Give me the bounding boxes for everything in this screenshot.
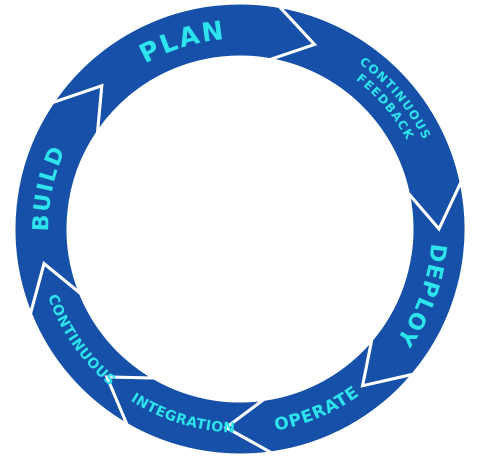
segments-layer: [12, 1, 468, 457]
segment-build: [12, 83, 104, 319]
segment-deploy: [360, 177, 468, 388]
